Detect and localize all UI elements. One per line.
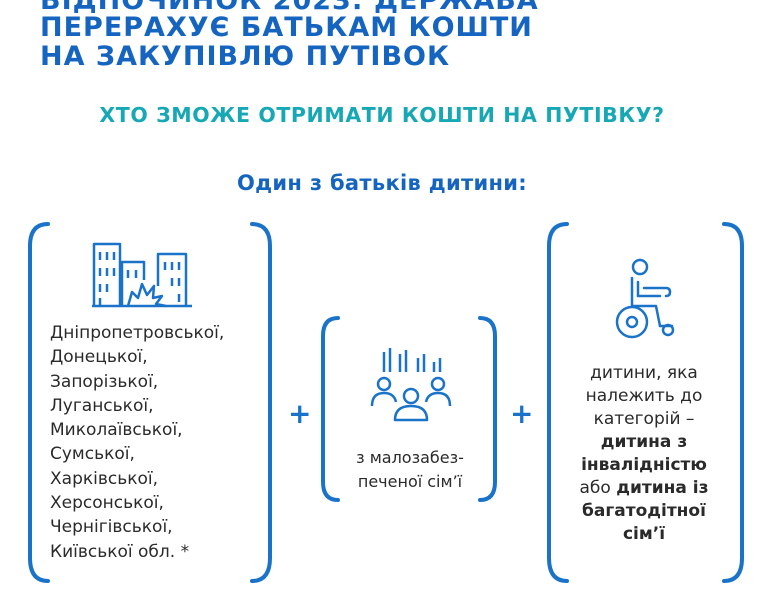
region-item: Сумської, — [50, 444, 135, 465]
damaged-buildings-icon — [92, 242, 192, 308]
plus-sign-right: + — [510, 397, 534, 430]
category-line3: категорій – — [593, 409, 695, 429]
card-regions-left-bracket — [28, 222, 50, 583]
low-income-text: з малозабез- печеної сім’ї — [320, 446, 500, 493]
headline-line1: ВІДПОЧИНОК 2023: ДЕРЖАВА — [40, 0, 539, 16]
family-low-income-icon — [370, 348, 452, 422]
category-bold5: сім’ї — [622, 524, 666, 544]
region-item: Київської обл. * — [50, 541, 190, 562]
region-item: Чернігівської, — [50, 517, 173, 538]
category-bold4: багатодітної — [582, 501, 706, 521]
region-item: Луганської, — [50, 395, 154, 416]
question-heading: ХТО ЗМОЖЕ ОТРИМАТИ КОШТИ НА ПУТІВКУ? — [99, 103, 665, 127]
plus-sign-left: + — [288, 397, 312, 430]
card-category-left-bracket — [547, 222, 569, 583]
card-lowincome-left-bracket — [321, 316, 340, 502]
low-income-line1: з малозабез- — [356, 448, 464, 467]
category-line2: належить до — [585, 386, 703, 406]
regions-list: Дніпропетровської, Донецької, Запорізько… — [50, 321, 224, 564]
region-item: Харківської, — [50, 468, 159, 489]
card-lowincome-right-bracket — [478, 316, 497, 502]
wheelchair-icon — [615, 258, 675, 339]
category-text: дитини, яка належить до категорій – дити… — [552, 362, 736, 546]
headline-line2: ПЕРЕРАХУЄ БАТЬКАМ КОШТИ — [40, 12, 533, 43]
card-category-right-bracket — [722, 222, 744, 583]
headline-line3: НА ЗАКУПІВЛЮ ПУТІВОК — [40, 41, 451, 72]
region-item: Дніпропетровської, — [50, 323, 225, 343]
category-bold2: інвалідністю — [581, 455, 707, 475]
category-bold3: дитина із — [616, 478, 709, 498]
region-item: Донецької, — [50, 347, 148, 368]
card-regions-right-bracket — [250, 222, 272, 583]
region-item: Запорізької, — [50, 371, 159, 392]
category-bold1: дитина з — [600, 432, 688, 452]
low-income-line2: печеної сім’ї — [357, 471, 463, 491]
region-item: Херсонської, — [50, 493, 164, 514]
subtitle: Один з батьків дитини: — [237, 171, 527, 195]
region-item: Миколаївської, — [50, 420, 183, 441]
category-or: або — [579, 478, 611, 498]
category-line1: дитини, яка — [590, 363, 698, 383]
